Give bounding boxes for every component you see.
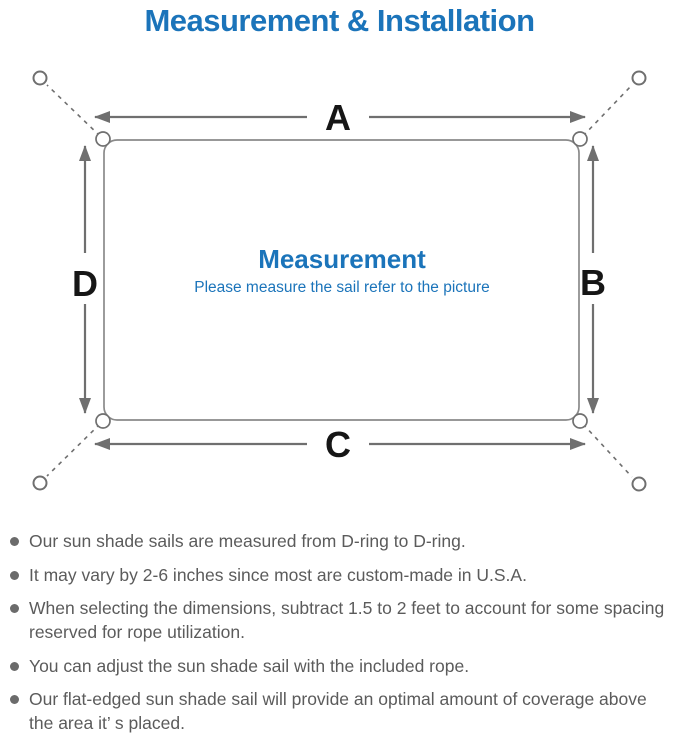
bullet-icon — [10, 604, 19, 614]
list-item: Our flat-edged sun shade sail will provi… — [10, 688, 673, 735]
anchor-point-icon — [631, 476, 647, 492]
dimension-label-a: A — [325, 97, 351, 138]
bullet-icon — [10, 695, 19, 705]
anchor-point-icon — [32, 475, 48, 491]
bullet-icon — [10, 661, 19, 671]
measurement-diagram: A B C D Measurement Please measure the s… — [32, 70, 647, 492]
bullet-icon — [10, 570, 19, 580]
d-ring-icon — [572, 413, 588, 429]
list-item: Our sun shade sails are measured from D-… — [10, 530, 673, 554]
diagram-caption-title: Measurement — [258, 244, 426, 274]
dimension-label-d: D — [72, 263, 98, 304]
page-title: Measurement & Installation — [144, 3, 535, 38]
note-text: When selecting the dimensions, subtract … — [29, 598, 665, 642]
bullet-icon — [10, 537, 19, 546]
diagram-caption-subtitle: Please measure the sail refer to the pic… — [194, 279, 490, 296]
anchor-point-icon — [32, 70, 48, 86]
notes-list: Our sun shade sails are measured from D-… — [0, 524, 679, 739]
list-item: You can adjust the sun shade sail with t… — [10, 655, 673, 679]
rope-line-top-left — [46, 84, 101, 137]
d-ring-icon — [95, 413, 111, 429]
note-text: It may vary by 2-6 inches since most are… — [29, 564, 527, 585]
sail-outline — [103, 139, 580, 421]
dimension-label-c: C — [325, 424, 351, 465]
note-text: Our flat-edged sun shade sail will provi… — [29, 689, 647, 733]
list-item: When selecting the dimensions, subtract … — [10, 597, 673, 644]
list-item: It may vary by 2-6 inches since most are… — [10, 564, 673, 588]
d-ring-icon — [572, 131, 588, 147]
rope-line-bottom-left — [46, 423, 101, 477]
rope-line-top-right — [582, 84, 633, 137]
rope-line-bottom-right — [582, 423, 633, 478]
note-text: You can adjust the sun shade sail with t… — [29, 655, 470, 676]
anchor-point-icon — [631, 70, 647, 86]
note-text: Our sun shade sails are measured from D-… — [29, 531, 466, 551]
dimension-label-b: B — [580, 262, 606, 303]
d-ring-icon — [95, 131, 111, 147]
